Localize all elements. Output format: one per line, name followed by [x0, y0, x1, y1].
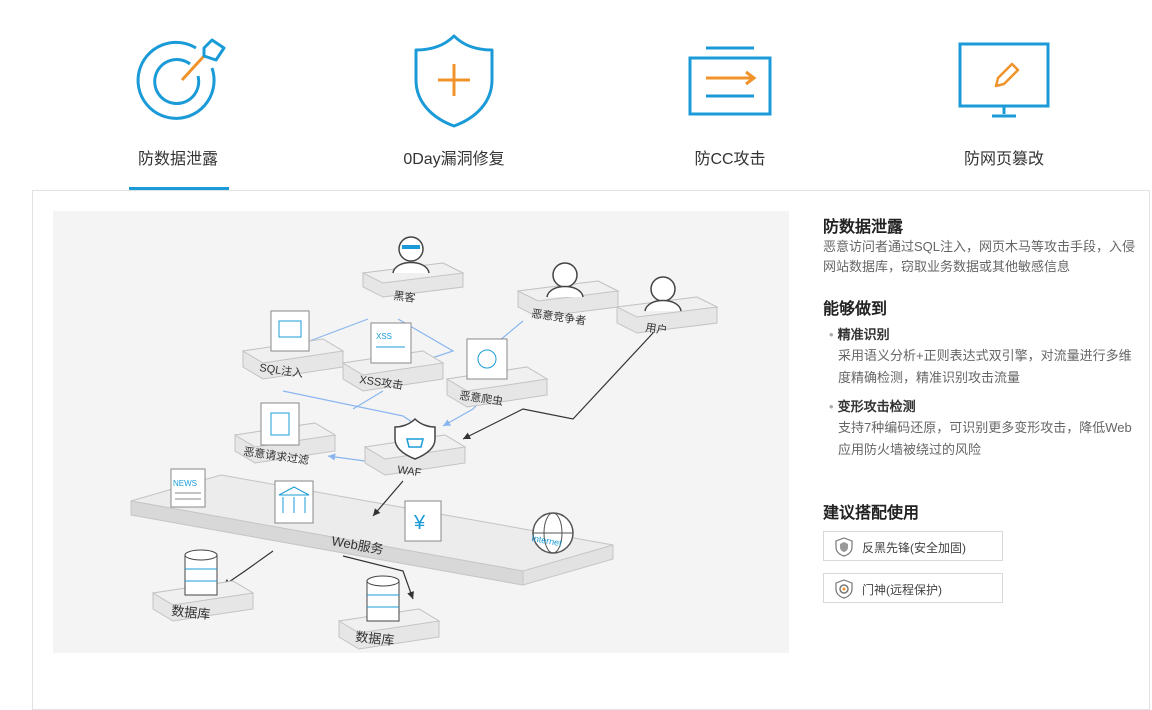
tab-label: 0Day漏洞修复 [403, 151, 505, 168]
service-label: 反黑先锋(安全加固) [862, 541, 966, 555]
active-tab-indicator [129, 187, 229, 190]
xss-tag: XSS [376, 332, 392, 341]
database-node-2: 数据库 [337, 575, 441, 650]
service-button-guardian[interactable]: 门神(远程保护) [823, 573, 1003, 603]
sql-injection-node: SQL注入 [241, 310, 345, 380]
hacker-label: 黑客 [393, 288, 417, 305]
capability-item: •精准识别 采用语义分析+正则表达式双引擎，对流量进行多维度精确检测，精准识别攻… [829, 325, 1139, 389]
capability-title: 变形攻击检测 [837, 399, 916, 414]
feature-panel: Web服务 NEWS ¥ [32, 190, 1150, 710]
feature-description: 恶意访问者通过SQL注入，网页木马等攻击手段，入侵网站数据库，窃取业务数据或其他… [823, 239, 1136, 274]
yen-card: ¥ [404, 500, 442, 542]
tab-0day-fix[interactable]: 0Day漏洞修复 [374, 0, 534, 190]
hacker-node: 黑客 [361, 236, 465, 305]
capability-desc: 支持7种编码还原，可识别更多变形攻击，降低Web应用防火墙被绕过的风险 [838, 420, 1132, 457]
database-node-1: 数据库 [151, 549, 255, 622]
web-service-platform: Web服务 [130, 474, 614, 586]
bullet-icon: • [829, 327, 834, 342]
tab-label: 防数据泄露 [137, 151, 218, 168]
capability-item: •变形攻击检测 支持7种编码还原，可识别更多变形攻击，降低Web应用防火墙被绕过… [829, 397, 1139, 461]
competitor-node: 恶意竞争者 [516, 262, 620, 328]
tab-data-leak[interactable]: 防数据泄露 [98, 0, 258, 190]
user-label: 用户 [645, 320, 669, 337]
tab-anti-cc[interactable]: 防CC攻击 [650, 0, 810, 190]
shield-badge-icon [835, 537, 853, 557]
arrow-box-icon [688, 46, 772, 116]
news-label: NEWS [173, 479, 197, 488]
service-button-anti-hack[interactable]: 反黑先锋(安全加固) [823, 531, 1003, 561]
architecture-diagram: Web服务 NEWS ¥ [53, 211, 789, 653]
bullet-icon: • [829, 399, 834, 414]
tab-label: 防CC攻击 [694, 151, 766, 168]
user-node: 用户 [615, 276, 719, 337]
bank-card [274, 480, 314, 524]
news-card: NEWS [170, 468, 206, 508]
tab-anti-tamper[interactable]: 防网页篡改 [924, 0, 1084, 190]
internet-globe-icon: Internet [531, 512, 574, 554]
shield-plus-icon [414, 34, 494, 128]
target-icon [136, 38, 226, 120]
crawler-node: 恶意爬虫 [445, 338, 549, 408]
capability-title: 精准识别 [837, 327, 890, 342]
waf-node: WAF [363, 417, 467, 479]
monitor-edit-icon [958, 42, 1050, 118]
suggestion-heading: 建议搭配使用 [823, 505, 920, 522]
request-filter-node: 恶意请求过滤 [233, 402, 337, 467]
xss-node: XSS XSS攻击 [341, 322, 445, 392]
service-label: 门神(远程保护) [862, 583, 942, 597]
database-label: 数据库 [355, 629, 395, 648]
tab-label: 防网页篡改 [963, 151, 1044, 168]
guardian-badge-icon [835, 579, 853, 599]
capability-desc: 采用语义分析+正则表达式双引擎，对流量进行多维度精确检测，精准识别攻击流量 [838, 348, 1132, 385]
database-label: 数据库 [171, 603, 211, 622]
capabilities-heading: 能够做到 [823, 301, 888, 318]
waf-label: WAF [397, 464, 423, 479]
yen-label: ¥ [413, 512, 426, 534]
feature-tabs: 防数据泄露 0Day漏洞修复 防CC攻击 防网页篡改 [0, 0, 1152, 190]
feature-title: 防数据泄露 [823, 219, 904, 236]
